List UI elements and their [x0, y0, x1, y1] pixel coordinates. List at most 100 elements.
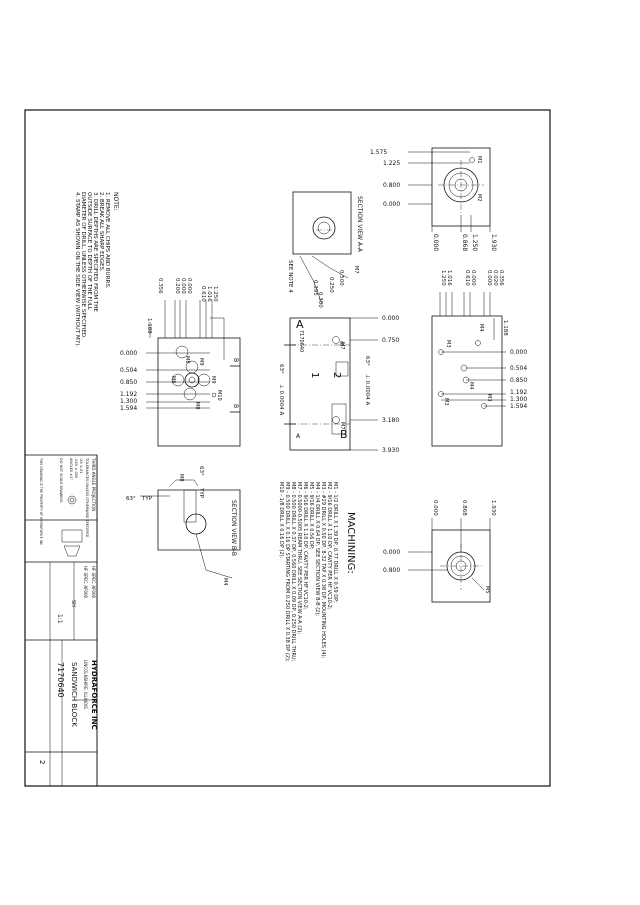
- section-aa: [292, 191, 352, 305]
- front-view-dim-2: 0.750: [382, 337, 399, 344]
- title-projection: THIRD ANGLE PROJECTION: [91, 457, 96, 511]
- section-aa-dim-3: 0.395: [312, 280, 318, 296]
- flatness-note-1: ⊥ 0.0004 A: [364, 374, 370, 406]
- see-note-label: SEE NOTE 4: [287, 260, 293, 293]
- stamp-text: 7170640: [298, 330, 304, 352]
- left-view-dim-x-6: 0.200: [174, 278, 180, 294]
- machining-note-7: M7 - 0.5000-0.5005 REAM THRU, SEE SECTIO…: [296, 482, 302, 634]
- right-view-dim-y-6: 1.594: [510, 403, 527, 410]
- flatness-note-2: ⊥ 0.0004 A: [278, 384, 284, 416]
- front-view-mark-3: M7: [339, 422, 345, 430]
- section-letter-b2: B: [340, 341, 344, 348]
- left-view-mark-3: M6: [170, 376, 176, 384]
- note-4: OUTSIDE SURFACE TO DEPTH OF THE FULL: [86, 192, 92, 311]
- section-aa-title: SECTION VIEW A-A: [356, 196, 363, 253]
- right-view-dim-y-4: 1.192: [510, 389, 527, 396]
- title-tolerance-3: ANGLES ±1°: [69, 458, 73, 480]
- title-part-name: SANDWICH BLOCK: [70, 662, 78, 727]
- machining-note-3: M3 - #29 DRILL X 0.50 DP, 8-32 TAP X 0.3…: [320, 482, 326, 659]
- right-view-mark-5: M3: [486, 394, 492, 402]
- machining-note-1: M1 - 1/2 DRILL X 1.39 DP, 0.77 DRILL X 0…: [332, 482, 338, 603]
- top-view-dim-3: 0.800: [383, 182, 400, 189]
- section-letter-a1: A: [296, 318, 304, 331]
- title-tolerance-1: .XX ±.01: [79, 458, 83, 474]
- section-bb-angle-1: 63°: [198, 466, 204, 476]
- front-view-mark-1: M7: [353, 266, 359, 274]
- title-size: SH: [70, 600, 76, 607]
- section-aa-dim-4: 0.300: [317, 292, 323, 308]
- bottom-view-dim-4: 0.000: [383, 549, 400, 556]
- right-view-dim-y-2: 0.504: [510, 365, 527, 372]
- right-view-dim-x-4: 0.000: [470, 270, 476, 286]
- section-bb-title: SECTION VIEW B-B: [230, 500, 237, 556]
- bottom-view: [408, 518, 491, 603]
- section-aa-dim-2: 0.250: [328, 277, 334, 293]
- top-view-dim-8: 1.930: [490, 234, 497, 251]
- left-view-dim-x-5: 0.000: [180, 278, 186, 294]
- right-view-dim-x-7: 1.250: [440, 270, 446, 286]
- title-scale: 1:1: [56, 614, 63, 624]
- title-location: LINCOLNSHIRE, ILLINOIS: [83, 660, 88, 709]
- front-view-dim-1: 0.000: [382, 315, 399, 322]
- left-view-dim-y-6: 1.594: [120, 405, 137, 412]
- front-view-mark-2: M7: [339, 342, 345, 350]
- top-view-mark-m1: M1: [476, 156, 482, 164]
- title-proprietary: THIS DRAWING IS THE PROPERTY OF HYDRAFOR…: [39, 457, 43, 546]
- front-view-dim-3: 3.180: [382, 417, 399, 424]
- left-view-dim-x-1: 1.250: [212, 286, 218, 302]
- left-view-mark-1: M8: [184, 356, 190, 364]
- title-tolerance-header: TOLERANCES UNLESS OTHERWISE SPECIFIED: [85, 457, 89, 538]
- title-finish: HF SPEC. AF000: [83, 566, 88, 599]
- left-view-dim-x-4: 0.000: [186, 278, 192, 294]
- top-view-dim-4: 0.000: [383, 201, 400, 208]
- front-view: [284, 317, 378, 451]
- right-view: [431, 292, 506, 447]
- angle-label-1: 63°: [364, 356, 370, 366]
- title-block: [24, 454, 98, 787]
- left-view-dim-y-3: 0.850: [120, 379, 137, 386]
- left-view-dim-y-2: 0.504: [120, 367, 137, 374]
- section-aa-dim-1: 0.500: [338, 270, 344, 286]
- right-view-dim-x-2: 0.020: [492, 270, 498, 286]
- top-view: [408, 147, 491, 232]
- machining-note-6: M6 - 9/16 DRILL X 1.10 DP, CAVITY PER HF…: [302, 482, 308, 610]
- right-view-mark-3: M4: [468, 382, 474, 390]
- machining-notes: MACHINING: M1 - 1/2 DRILL X 1.39 DP, 0.7…: [278, 482, 356, 662]
- left-view-mark-4: M9: [210, 376, 216, 384]
- top-view-dim-2: 1.225: [383, 160, 400, 167]
- left-view-dim-y-4: 1.192: [120, 391, 137, 398]
- right-view-dim-x-1: 0.356: [498, 270, 504, 286]
- left-view-letter-b2: B: [232, 404, 239, 408]
- machining-note-9: M9 - 0.500 DRILL X 0.16 DP STARTING FROM…: [284, 482, 290, 662]
- right-view-dim-x-6: 1.016: [446, 270, 452, 286]
- front-view-dim-4: 3.930: [382, 447, 399, 454]
- left-view-width-mark: 1.188: [146, 318, 152, 334]
- drawing-border: [24, 109, 551, 787]
- right-view-mark-4: M3: [443, 398, 449, 406]
- top-view-dim-5: 0.000: [432, 234, 439, 251]
- bottom-view-dim-1: 0.000: [432, 500, 438, 516]
- stamp-digit-1: 1: [309, 372, 320, 378]
- top-view-mark-m2: M2: [476, 194, 482, 202]
- bottom-view-dim-5: 0.800: [383, 567, 400, 574]
- left-view-dim-y-5: 1.300: [120, 398, 137, 405]
- right-view-dim-x-5: 0.610: [464, 270, 470, 286]
- left-view-dim-x-7: 0.356: [157, 278, 163, 294]
- note-3: 3. DRILL DEPTHS ARE SPECIFIED FROM THE: [92, 192, 98, 312]
- left-view-dim-x-2: 1.016: [206, 286, 212, 302]
- left-view-dim-y-1: 0.000: [120, 350, 137, 357]
- left-view-mark-2: M9: [198, 358, 204, 366]
- right-view-mark-1: M3: [445, 340, 451, 348]
- left-view-letter-b1: B: [232, 358, 239, 362]
- machining-note-10: M10 - 1/8 DRILL X 0.16 DP (2).: [278, 482, 284, 559]
- note-2: 2. BREAK ALL SHARP EDGES.: [98, 192, 104, 272]
- section-bb-mark-m4: M4: [222, 578, 228, 586]
- machining-note-5: M5 - 9/16 DRILL X 0.56 DP;: [308, 482, 314, 550]
- right-view-mark-2: M4: [478, 324, 484, 332]
- machining-note-4: M4 - 1/4 DRILL X 0.64 DP, SEE SECTION VI…: [314, 482, 320, 616]
- bottom-view-mark-m5: M5: [484, 586, 490, 594]
- section-bb: [140, 479, 241, 579]
- machining-note-2: M2 - 9/16 DRILL X 1.10 DP, CAVITY PER HF…: [326, 482, 332, 610]
- top-view-dim-1: 1.575: [370, 149, 387, 156]
